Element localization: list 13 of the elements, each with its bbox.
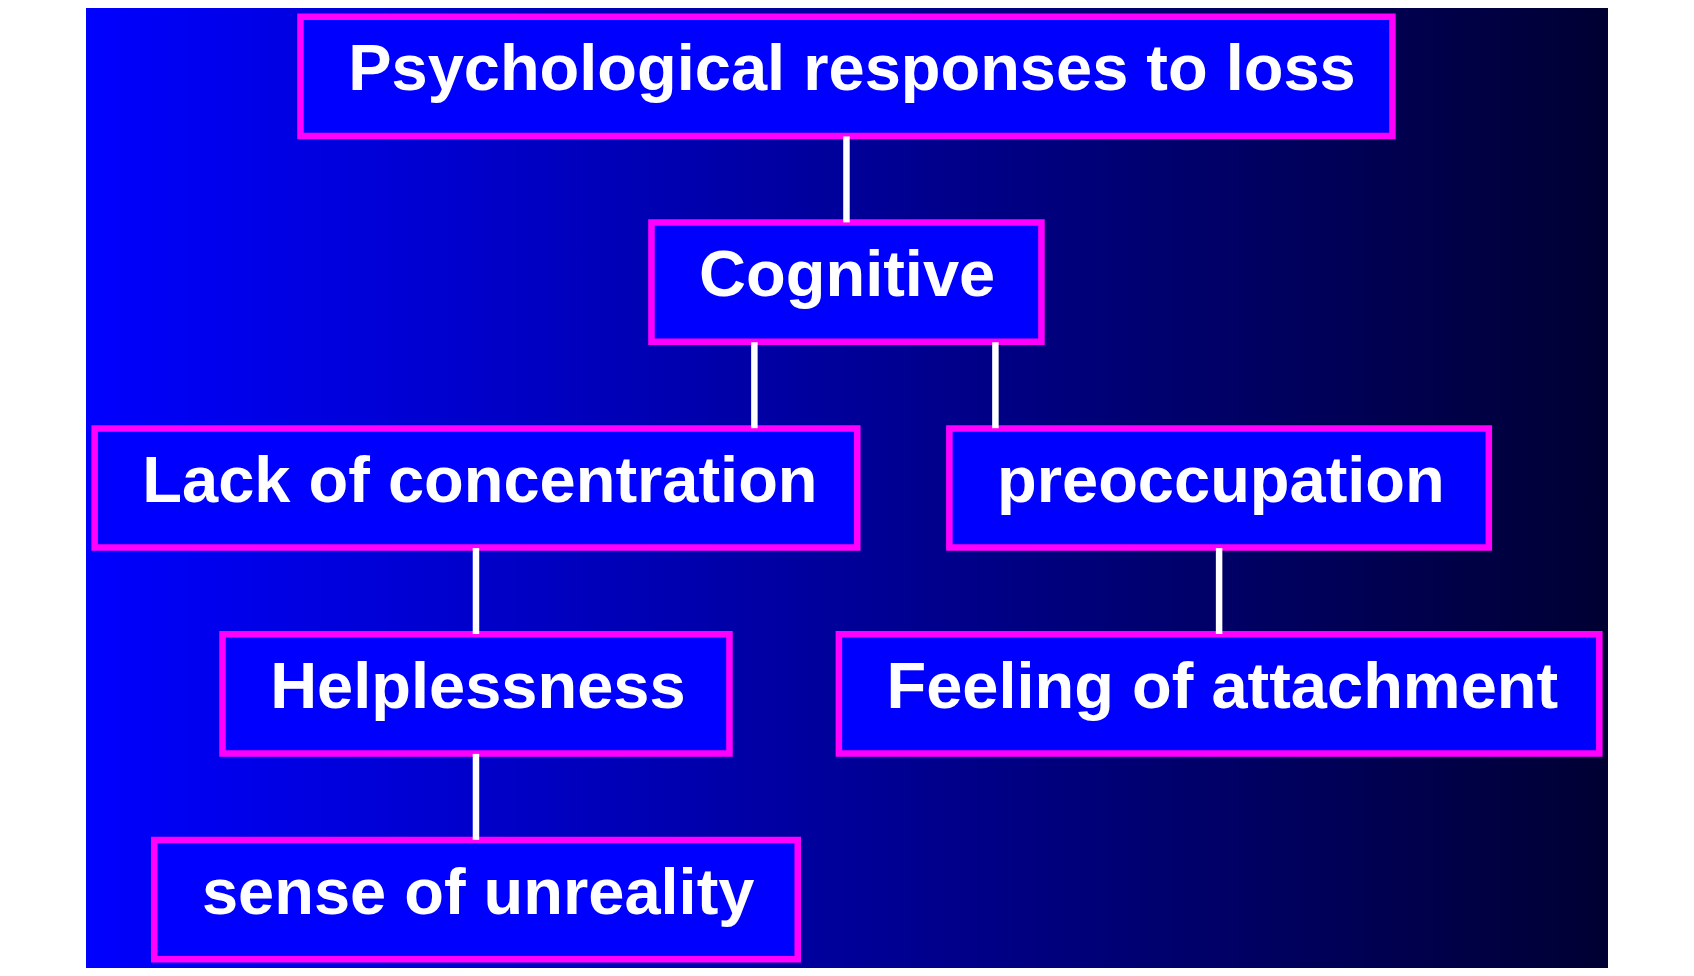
connector xyxy=(843,136,850,223)
node-box: Psychological responses to loss xyxy=(297,13,1396,140)
node-box: Cognitive xyxy=(648,219,1045,345)
connector xyxy=(472,548,480,635)
connector xyxy=(1215,548,1223,635)
node-box: Helplessness xyxy=(219,631,733,757)
connector xyxy=(751,342,758,429)
connector xyxy=(472,753,480,840)
connector xyxy=(992,342,999,429)
node-box: Feeling of attachment xyxy=(835,631,1603,757)
node-box: preoccupation xyxy=(946,425,1493,551)
node-box: Lack of concentration xyxy=(91,425,861,551)
node-box: sense of unreality xyxy=(151,836,801,963)
